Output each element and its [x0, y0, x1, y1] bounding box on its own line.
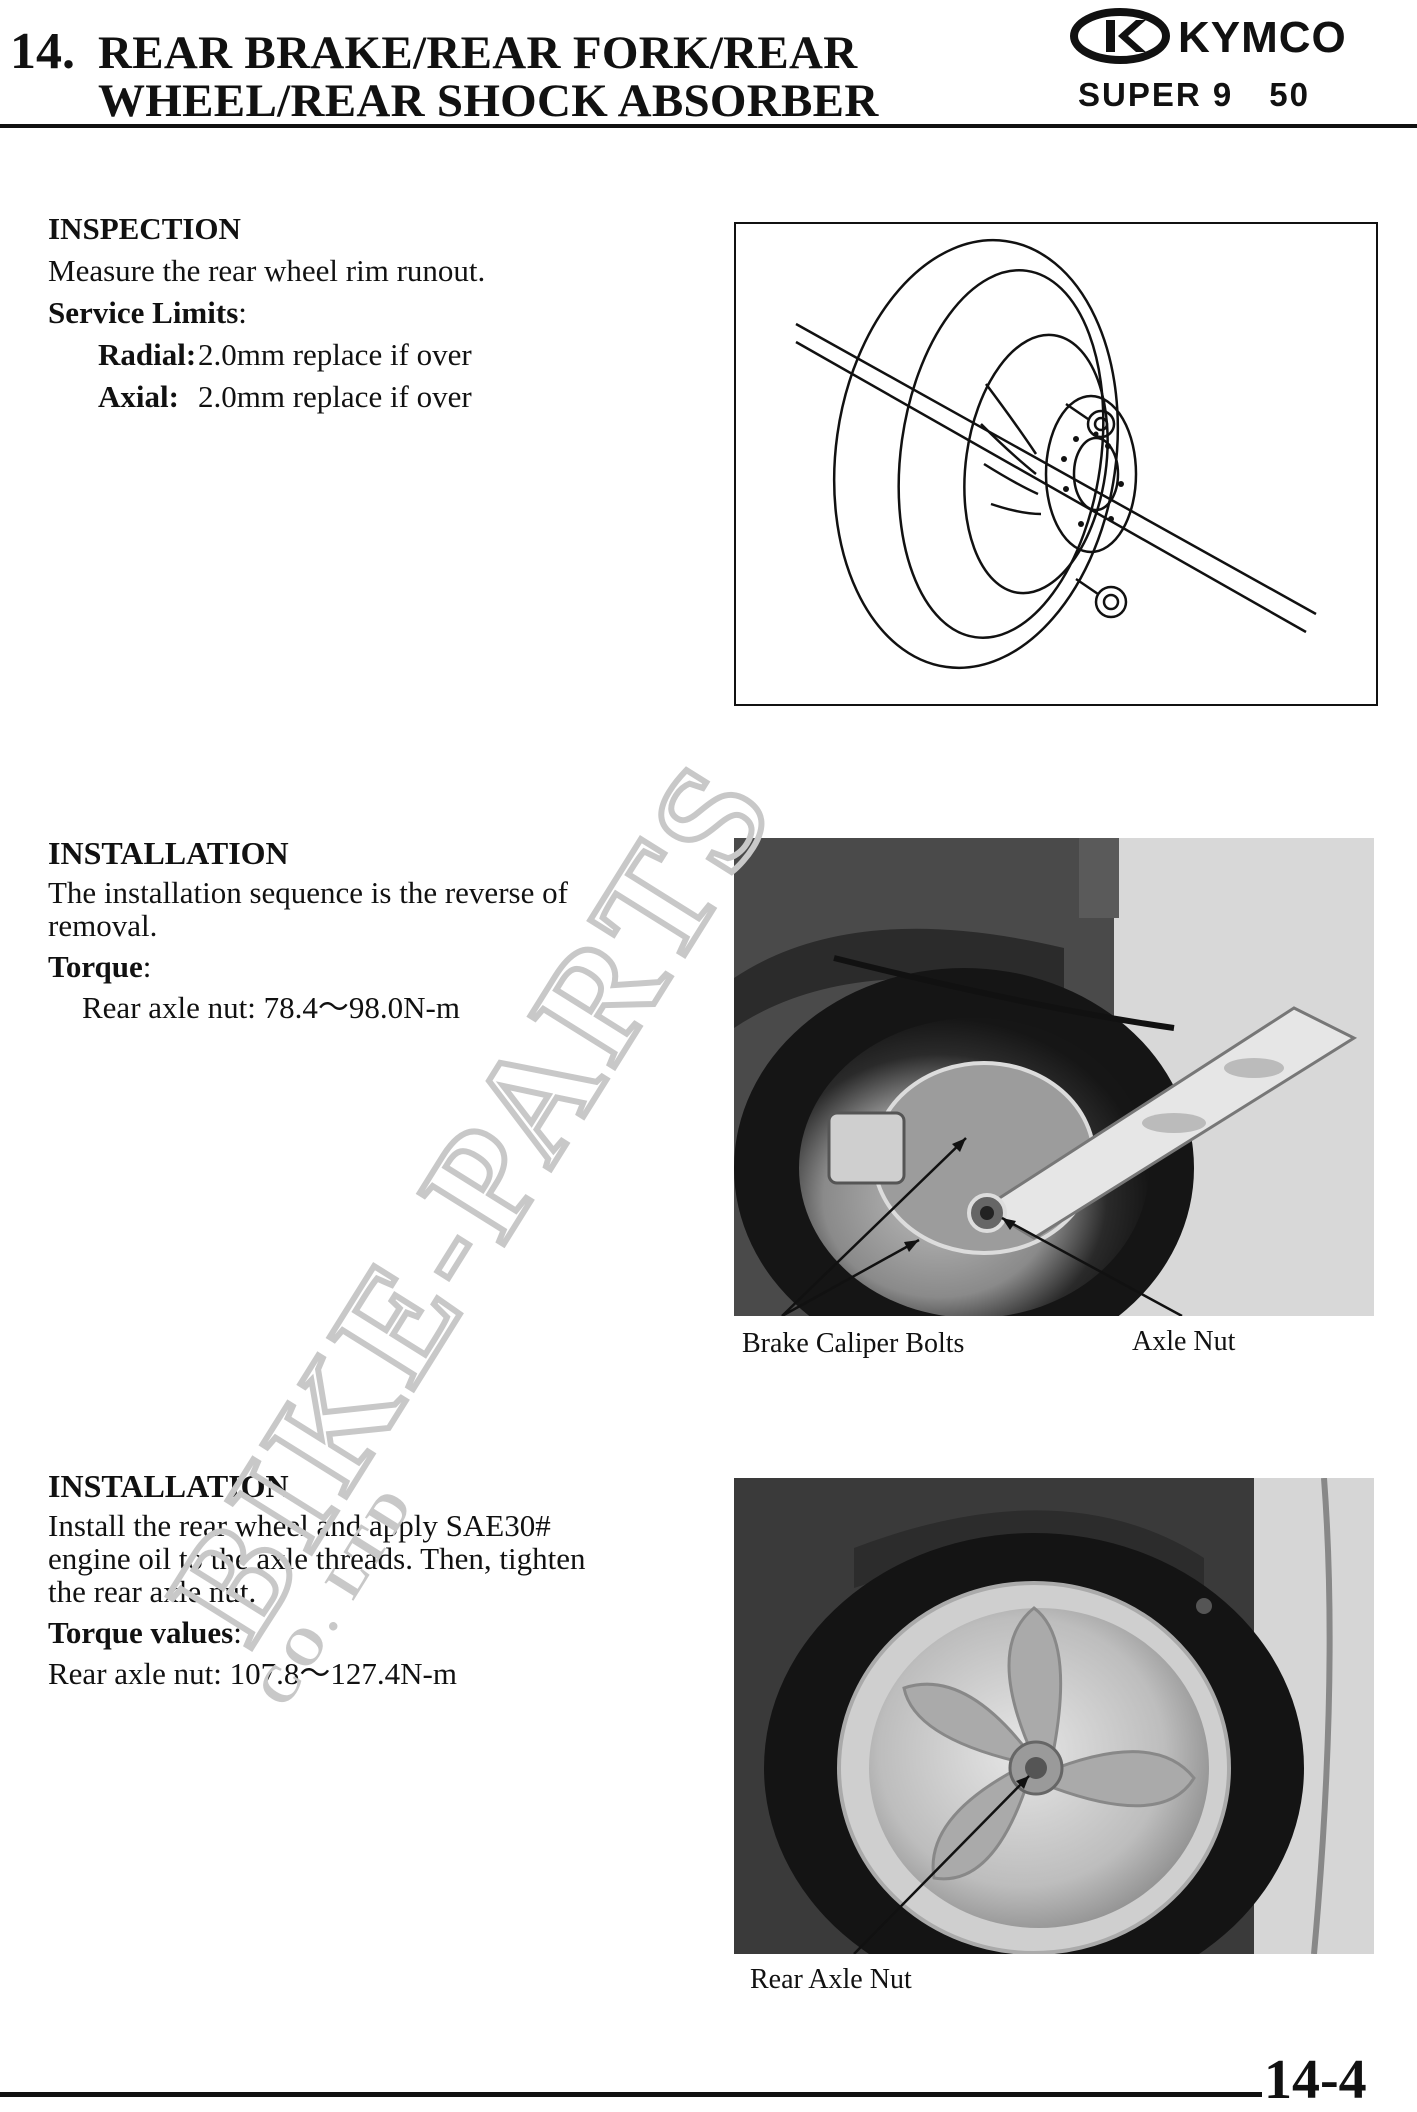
caption-brake-caliper-bolts: Brake Caliper Bolts	[742, 1328, 965, 1359]
inspection-heading: INSPECTION	[48, 211, 241, 246]
installation-heading-2: INSTALLATION	[48, 1468, 289, 1504]
model-name: SUPER 9	[1078, 76, 1234, 113]
torque-label-1: Torque	[48, 949, 143, 984]
axial-label: Axial:	[98, 379, 179, 414]
rear-wheel-photo	[734, 1478, 1374, 1954]
kymco-logo: KYMCO	[1070, 8, 1347, 64]
installation-heading-1: INSTALLATION	[48, 835, 289, 871]
installation2-text-line1: Install the rear wheel and apply SAE30#	[48, 1508, 551, 1543]
installation-section-2: INSTALLATION Install the rear wheel and …	[48, 1468, 668, 1690]
installation2-text-line2: engine oil to the axle threads. Then, ti…	[48, 1541, 586, 1576]
model-label: SUPER 9 50	[1078, 76, 1310, 114]
torque-value-2: Rear axle nut: 107.8～127.4N-m	[48, 1656, 457, 1691]
rim-runout-illustration	[734, 222, 1378, 706]
rear-brake-photo	[734, 838, 1374, 1316]
inspection-section: INSPECTION Measure the rear wheel rim ru…	[48, 208, 698, 418]
radial-value: 2.0mm replace if over	[198, 337, 472, 372]
inspection-instruction: Measure the rear wheel rim runout.	[48, 253, 486, 288]
axial-value: 2.0mm replace if over	[198, 379, 472, 414]
installation2-text-line3: the rear axle nut.	[48, 1574, 257, 1609]
radial-label: Radial:	[98, 337, 197, 372]
installation-section-1: INSTALLATION The installation sequence i…	[48, 835, 668, 1024]
chapter-title-line1: REAR BRAKE/REAR FORK/REAR	[98, 27, 858, 79]
installation-text-line1: The installation sequence is the reverse…	[48, 875, 568, 910]
radial-limit: Radial:2.0mm replace if over	[48, 334, 698, 376]
service-limits-label: Service Limits	[48, 295, 239, 330]
torque-value-1: Rear axle nut: 78.4～98.0N-m	[82, 990, 460, 1025]
installation-text-line2: removal.	[48, 908, 158, 943]
footer-rule	[0, 2092, 1262, 2097]
service-limits: Service Limits:	[48, 295, 247, 330]
caption-rear-axle-nut: Rear Axle Nut	[750, 1964, 912, 1995]
axial-limit: Axial: 2.0mm replace if over	[48, 376, 698, 418]
header-rule	[0, 124, 1417, 128]
brand-text: KYMCO	[1178, 13, 1347, 62]
torque-label-2: Torque values	[48, 1615, 234, 1650]
chapter-title-line2: WHEEL/REAR SHOCK ABSORBER	[98, 75, 879, 127]
caption-axle-nut: Axle Nut	[1132, 1326, 1236, 1357]
model-size: 50	[1269, 76, 1310, 113]
chapter-number: 14.	[10, 23, 75, 80]
page-number: 14-4	[1264, 2049, 1367, 2111]
